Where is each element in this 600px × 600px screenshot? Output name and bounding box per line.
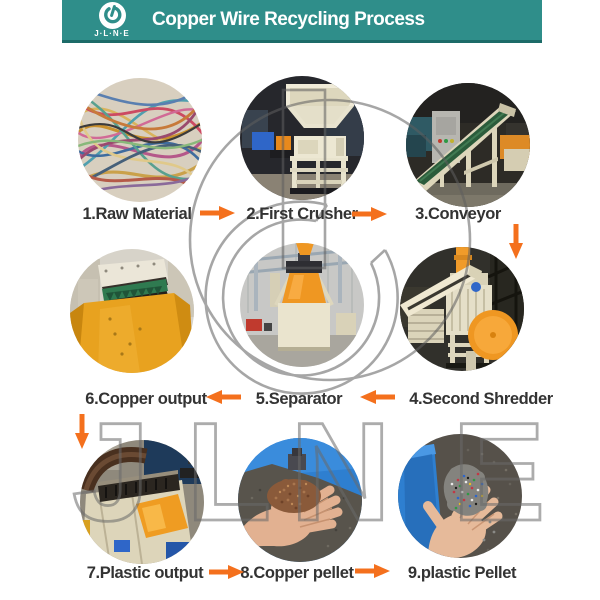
step-label-5: 5.Separator — [255, 390, 343, 408]
photo-raw-material — [78, 78, 202, 202]
flow-arrow-right-8-9-icon — [355, 564, 390, 578]
flow-arrow-right-7-8-icon — [209, 565, 244, 579]
step-label-9: 9.plastic Pellet — [407, 564, 517, 582]
flow-arrow-down-3-4-icon — [509, 224, 523, 259]
step-label-1: 1.Raw Material — [82, 205, 192, 223]
flow-arrow-right-1-2-icon — [200, 206, 235, 220]
flow-arrow-down-6-7-icon — [75, 414, 89, 449]
step-label-4: 4.Second Shredder — [409, 390, 553, 408]
photo-plastic-output — [80, 440, 204, 564]
step-label-2: 2.First Crusher — [246, 205, 358, 223]
photo-plastic-pellet — [398, 434, 522, 558]
photo-conveyor — [406, 83, 530, 207]
logo-badge — [98, 2, 126, 29]
photo-separator — [240, 243, 364, 367]
photo-first-crusher — [240, 76, 364, 200]
logo-text: J·L·N·E — [94, 29, 130, 38]
flow-arrow-left-4-5-icon — [360, 390, 395, 404]
step-label-8: 8.Copper pellet — [240, 564, 354, 582]
photo-copper-pellet — [238, 438, 362, 562]
page-title: Copper Wire Recycling Process — [152, 9, 425, 30]
header-bar: J·L·N·E Copper Wire Recycling Process — [62, 0, 542, 43]
photo-copper-output — [70, 249, 194, 373]
jlne-logo: J·L·N·E — [84, 1, 140, 38]
photo-second-shredder — [400, 247, 524, 371]
flow-arrow-left-5-6-icon — [206, 390, 241, 404]
step-label-7: 7.Plastic output — [86, 564, 204, 582]
power-icon — [103, 5, 121, 24]
flow-arrow-right-2-3-icon — [352, 207, 387, 221]
step-label-6: 6.Copper output — [85, 390, 207, 408]
step-label-3: 3.Conveyor — [415, 205, 501, 223]
